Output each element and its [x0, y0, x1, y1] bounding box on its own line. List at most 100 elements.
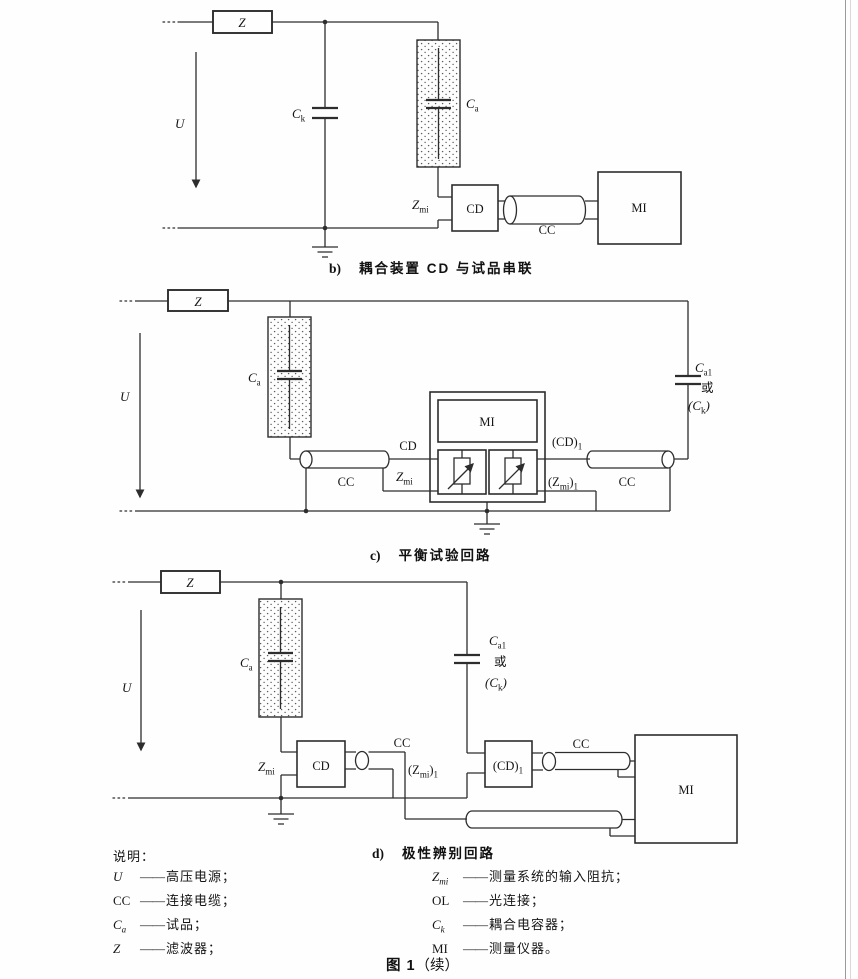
- legend-sym-ol: OL: [432, 893, 450, 908]
- zmi1-label-d: (Zmi)1: [408, 763, 438, 780]
- mi-label-b: MI: [631, 201, 646, 215]
- zmi-label-b: Zmi: [412, 197, 429, 215]
- legend-sym-z: Z: [113, 941, 121, 956]
- diagram-d-wires: [112, 579, 543, 820]
- voltage-arrow-d: U: [122, 610, 146, 752]
- voltage-arrow-c: U: [120, 333, 145, 499]
- cc-label-d-left: CC: [394, 736, 411, 750]
- filter-label-d: Z: [186, 575, 194, 590]
- legend-dash: ——: [140, 869, 165, 884]
- filter-box-d: Z: [160, 570, 221, 594]
- legend-dash: ——: [140, 941, 165, 956]
- legend-dash: ——: [463, 941, 488, 956]
- mi-label-c: MI: [479, 415, 494, 429]
- legend-desc-z: 滤波器；: [166, 941, 223, 956]
- legend-item-ck: Ck ——耦合电容器；: [432, 914, 573, 935]
- test-object-d: Ca: [240, 598, 303, 718]
- caption-c-prefix: c): [370, 548, 381, 563]
- ca-label-b: Ca: [466, 96, 479, 114]
- legend-sym-ca: Ca: [113, 917, 127, 935]
- balanced-coupling-unit: MI CD Zmi (CD)1 (Zmi)1: [396, 391, 582, 503]
- legend-title: 说明：: [113, 846, 155, 865]
- legend-desc-ck: 耦合电容器；: [489, 917, 574, 932]
- legend-dash: ——: [463, 893, 488, 908]
- ck-paren-label-c: (Ck): [688, 398, 710, 416]
- ground-symbol-b: [312, 228, 338, 258]
- coupling-capacitor-d: Ca1 或 (Ck): [454, 633, 507, 693]
- legend-desc-ol: 光连接；: [489, 893, 546, 908]
- coupling-device-1-d: (CD)1 (Zmi)1: [408, 740, 557, 788]
- or-label-c: 或: [701, 381, 714, 395]
- legend-desc-ca: 试品；: [166, 917, 209, 932]
- caption-b-prefix: b): [329, 261, 342, 276]
- test-object-b: Ca: [416, 39, 479, 168]
- voltage-arrow-b: U: [175, 52, 201, 189]
- legend-desc-zmi: 测量系统的输入阻抗；: [489, 869, 630, 884]
- voltage-label-b: U: [175, 116, 186, 131]
- legend-sym-u: U: [113, 869, 123, 884]
- diagram-c-wires: [119, 300, 689, 514]
- cable-d-upper: CC: [555, 737, 635, 778]
- zmi-label-c: Zmi: [396, 469, 413, 487]
- filter-label-c: Z: [194, 294, 202, 309]
- cable-c-left: CC: [299, 450, 390, 489]
- legend-sym-cc: CC: [113, 893, 131, 908]
- legend-title-text: 说明：: [113, 849, 156, 864]
- measuring-instrument-b: MI: [597, 171, 682, 245]
- cable-c-right: CC: [586, 450, 675, 489]
- or-label-d: 或: [494, 655, 507, 669]
- cd-label-b: CD: [466, 202, 483, 216]
- coupling-device-d: CD Zmi CC: [258, 736, 411, 788]
- cable-d-lower: [465, 810, 635, 837]
- legend-dash: ——: [463, 869, 488, 884]
- coupling-capacitor-c: Ca1 或 (Ck): [675, 360, 714, 416]
- figure-caption: 图 1（续）: [0, 954, 845, 975]
- caption-b: b) 耦合装置 CD 与试品串联: [329, 257, 534, 277]
- cable-b: CC: [502, 195, 587, 237]
- legend-item-u: U——高压电源；: [113, 866, 236, 887]
- legend-dash: ——: [140, 917, 165, 932]
- diagram-d: Z U Ca Ca1 或 (Ck) CD Zmi CC (CD)1: [112, 570, 738, 844]
- legend-sym-mi: MI: [432, 941, 448, 956]
- caption-d-prefix: d): [372, 846, 385, 861]
- variable-impedance-left: [447, 450, 474, 494]
- diagram-b-wires: [162, 19, 598, 231]
- legend-item-ca: Ca ——试品；: [113, 914, 208, 935]
- legend-desc-cc: 连接电缆；: [166, 893, 237, 908]
- caption-c-text: 平衡试验回路: [398, 548, 492, 563]
- coupling-capacitor-b: Ck: [292, 106, 338, 124]
- variable-impedance-right: [498, 450, 525, 494]
- test-object-c: Ca: [248, 316, 312, 438]
- page-edge-line-light: [850, 0, 851, 979]
- mi-label-d: MI: [678, 783, 693, 797]
- cc-label-c-left: CC: [338, 475, 355, 489]
- ca1-label-d: Ca1: [489, 633, 506, 651]
- legend-item-z: Z ——滤波器；: [113, 938, 222, 959]
- caption-b-text: 耦合装置 CD 与试品串联: [359, 261, 534, 276]
- cd-label-c: CD: [399, 439, 416, 453]
- ca-label-d: Ca: [240, 655, 253, 673]
- legend-item-zmi: Zmi——测量系统的输入阻抗；: [432, 866, 629, 887]
- legend-dash: ——: [140, 893, 165, 908]
- legend-dash: ——: [463, 917, 488, 932]
- caption-d: d)极性辨别回路: [372, 842, 495, 862]
- diagram-b: Z U Ck Ca CD Zmi CC MI: [162, 10, 682, 258]
- voltage-label-c: U: [120, 389, 131, 404]
- ca-label-c: Ca: [248, 370, 261, 388]
- page-edge-line: [845, 0, 846, 979]
- legend-sym-ck: Ck: [432, 917, 445, 935]
- ground-symbol-c: [474, 502, 500, 535]
- measuring-instrument-d: MI: [634, 734, 738, 844]
- filter-label-b: Z: [238, 15, 246, 30]
- cc-label-d-right: CC: [573, 737, 590, 751]
- cc-label-c-right: CC: [619, 475, 636, 489]
- filter-box-b: Z: [212, 10, 273, 34]
- figure-number: 图 1: [385, 958, 416, 974]
- cd-label-d: CD: [312, 759, 329, 773]
- ck-label-b: Ck: [292, 106, 306, 124]
- cd1-label-c: (CD)1: [552, 435, 582, 452]
- coupling-device-b: CD Zmi: [412, 184, 499, 232]
- legend-item-cc: CC ——连接电缆；: [113, 890, 236, 911]
